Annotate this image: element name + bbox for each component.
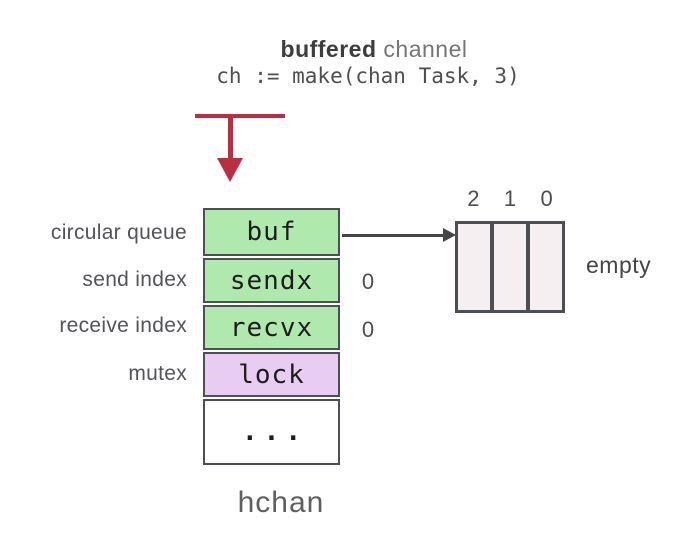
struct-row-buf: buf: [203, 208, 340, 256]
buffer-cell: [494, 224, 526, 310]
red-down-arrow-icon: [195, 114, 285, 184]
field-value-recvx: 0: [361, 317, 375, 342]
title-bold-word: buffered: [280, 36, 377, 62]
page-title: buffered channel: [281, 36, 468, 63]
field-value-sendx: 0: [361, 269, 375, 294]
red-arrow-stem: [228, 118, 233, 160]
buffer-cell: [530, 224, 562, 310]
hchan-struct: buf sendx recvx lock ...: [203, 208, 340, 465]
field-label-circular-queue: circular queue: [50, 221, 187, 244]
hchan-label: hchan: [237, 486, 325, 519]
red-arrow-head: [217, 158, 243, 182]
buffer-cell: [458, 224, 490, 310]
buffer-array: [455, 221, 565, 313]
buffer-status-label: empty: [586, 252, 652, 278]
struct-row-dots: ...: [203, 399, 340, 465]
struct-row-sendx: sendx: [203, 258, 340, 303]
field-label-receive-index: receive index: [59, 314, 187, 337]
struct-row-lock: lock: [203, 352, 340, 397]
red-arrow-bar: [195, 114, 285, 118]
buf-arrow-head: [443, 228, 456, 242]
buffer-index-labels: 2 1 0: [455, 186, 565, 212]
struct-row-recvx: recvx: [203, 305, 340, 350]
buffer-index-1: 1: [503, 186, 517, 211]
buf-pointer-arrow-icon: [342, 227, 456, 243]
field-label-mutex: mutex: [128, 362, 187, 385]
buffer-index-2: 2: [467, 186, 480, 211]
code-line: ch := make(chan Task, 3): [216, 64, 520, 88]
field-label-send-index: send index: [82, 268, 187, 291]
title-rest: channel: [376, 36, 468, 62]
buf-arrow-line: [342, 234, 445, 237]
buffer-index-0: 0: [540, 186, 553, 211]
